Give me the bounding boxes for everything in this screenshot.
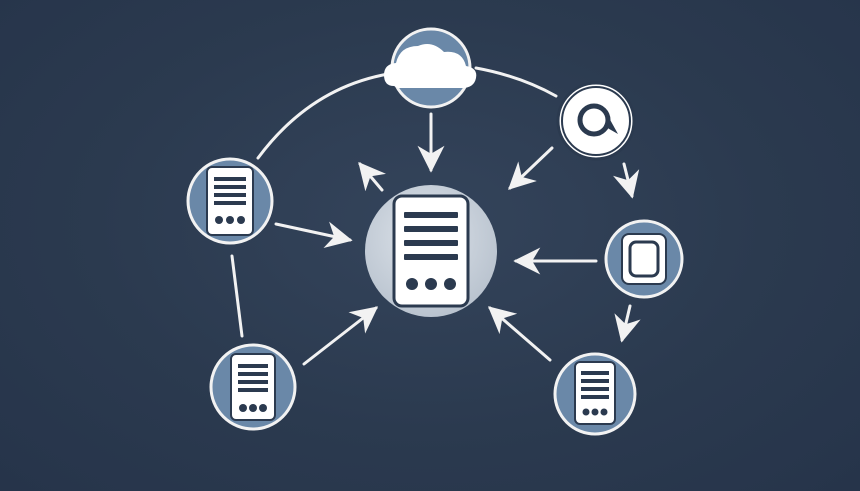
curve-left-to-top (256, 72, 390, 160)
arrow-bottomleft-to-hub (302, 306, 379, 366)
chat-bubble-icon (577, 103, 618, 137)
mobile-device-icon (621, 233, 667, 285)
document-icon (574, 361, 616, 425)
curve-top-to-topright (474, 66, 558, 98)
line-topright-to-right (613, 162, 640, 199)
outer-connections (230, 66, 641, 343)
node-left (186, 157, 274, 245)
hub-node (365, 185, 497, 317)
arrow-bottomright-to-hub (487, 306, 552, 362)
cloud-icon (384, 44, 477, 88)
arrow-topright-to-hub (508, 146, 554, 190)
line-right-to-bottomright (614, 304, 641, 343)
document-icon (206, 166, 254, 236)
node-right (604, 219, 684, 299)
document-icon (230, 353, 276, 421)
node-bottom-left (209, 343, 297, 431)
node-top (384, 27, 477, 109)
node-bottom-right (553, 352, 637, 436)
arrow-left-to-hub (274, 221, 353, 249)
document-icon (392, 194, 470, 308)
node-top-right (556, 81, 636, 161)
hub-arrows (274, 112, 598, 366)
line-left-to-bottomleft (230, 254, 244, 338)
arrow-small-up-left (358, 161, 387, 192)
